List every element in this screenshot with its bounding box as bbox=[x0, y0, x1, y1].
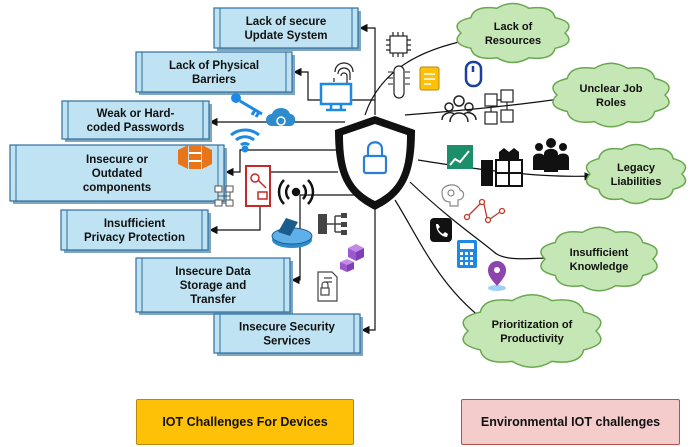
blocks-icon bbox=[340, 244, 364, 272]
env-challenge-label: Legacy bbox=[617, 162, 656, 174]
fingerprint-icon bbox=[333, 62, 354, 84]
env-challenge-label: Liabilities bbox=[611, 176, 662, 188]
device-challenge-label: Update System bbox=[244, 30, 327, 42]
env-challenge-label: Prioritization of bbox=[492, 319, 573, 331]
device-challenge-label: Outdated bbox=[92, 168, 142, 180]
server-icon bbox=[318, 213, 347, 235]
path-icon bbox=[463, 198, 506, 224]
chip-icon bbox=[386, 32, 411, 57]
legend-device-challenges: IOT Challenges For Devices bbox=[136, 399, 354, 445]
book-icon bbox=[481, 148, 523, 187]
phone-icon bbox=[430, 218, 452, 242]
device-challenge-label: Lack of secure bbox=[246, 16, 327, 28]
device-challenge-label: components bbox=[83, 182, 151, 194]
key-icon bbox=[231, 93, 263, 118]
mouse-icon bbox=[464, 60, 483, 88]
env-challenge-label: Resources bbox=[485, 35, 541, 47]
antenna-icon bbox=[277, 179, 315, 205]
device-challenge-label: Insecure Data bbox=[175, 266, 251, 278]
device-challenge-label: Insufficient bbox=[104, 218, 166, 230]
lock-form-icon bbox=[245, 165, 271, 207]
legend-environmental-challenges: Environmental IOT challenges bbox=[461, 399, 680, 445]
env-challenge-prioritization-productivity: Prioritization of Productivity bbox=[462, 293, 602, 369]
env-challenge-label: Knowledge bbox=[570, 261, 629, 273]
env-challenge-label: Productivity bbox=[500, 333, 564, 345]
team-icon bbox=[441, 95, 477, 123]
legend-environment-label: Environmental IOT challenges bbox=[480, 415, 661, 429]
network-icon bbox=[214, 185, 234, 207]
calculator-icon bbox=[457, 240, 477, 268]
device-challenge-label: Barriers bbox=[192, 74, 236, 86]
document-icon bbox=[419, 66, 440, 91]
device-challenge-label: Insecure or bbox=[86, 154, 149, 166]
device-challenge-passwords: Weak or Hard-coded Passwords bbox=[61, 100, 212, 142]
chart-icon bbox=[447, 145, 473, 169]
thermometer-icon bbox=[388, 65, 410, 99]
env-challenge-label: Roles bbox=[596, 97, 626, 109]
monitor-icon bbox=[319, 82, 353, 112]
shield-lock-icon bbox=[335, 116, 415, 210]
env-challenge-label: Insufficient bbox=[570, 247, 629, 259]
device-challenge-label: Storage and bbox=[180, 280, 246, 292]
cubes-icon bbox=[484, 89, 514, 125]
device-challenge-label: Weak or Hard- bbox=[97, 108, 175, 120]
cloud-gear-icon bbox=[266, 108, 296, 126]
file-lock-icon bbox=[317, 271, 338, 302]
people-icon bbox=[533, 138, 569, 172]
brain-icon bbox=[441, 184, 465, 207]
device-challenge-label: Insecure Security bbox=[239, 322, 335, 334]
device-challenge-label: coded Passwords bbox=[87, 122, 185, 134]
disk-icon bbox=[271, 218, 313, 248]
wifi-icon bbox=[230, 128, 260, 153]
env-challenge-label: Unclear Job bbox=[580, 83, 643, 95]
device-challenge-label: Transfer bbox=[190, 294, 236, 306]
device-challenge-label: Lack of Physical bbox=[169, 60, 259, 72]
env-challenge-label: Lack of bbox=[494, 21, 533, 33]
device-challenge-label: Services bbox=[263, 336, 310, 348]
env-challenge-lack-of-resources: Lack of Resources bbox=[456, 2, 570, 64]
legend-device-label: IOT Challenges For Devices bbox=[162, 415, 328, 429]
aws-icon bbox=[178, 145, 212, 169]
location-icon bbox=[488, 261, 506, 291]
device-challenge-label: Privacy Protection bbox=[84, 232, 185, 244]
